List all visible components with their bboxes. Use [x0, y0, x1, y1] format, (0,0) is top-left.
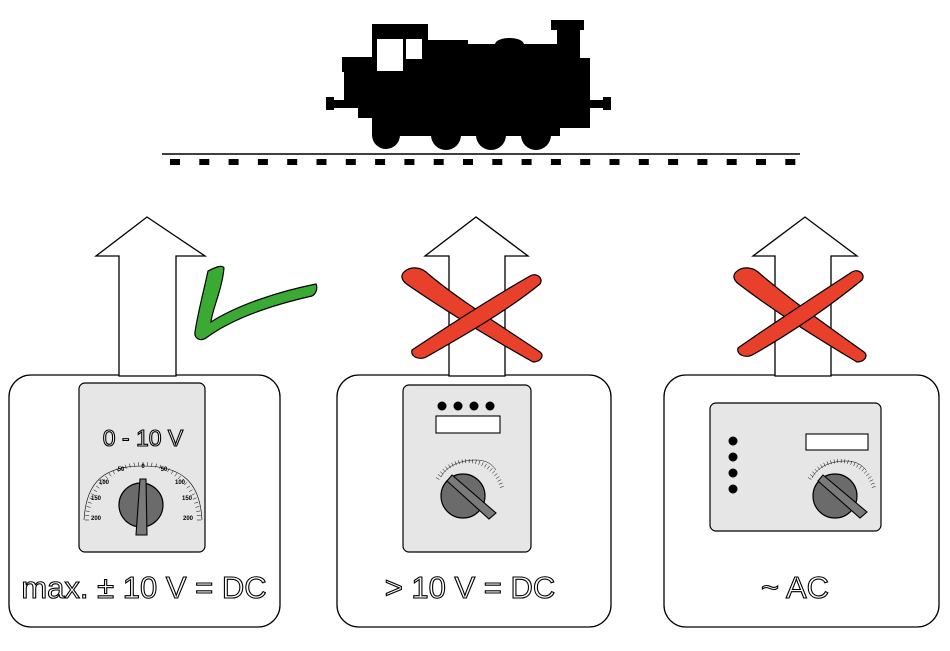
track-sleeper [639, 159, 649, 165]
panel-dc-over-10v: > 10 V = DC [337, 217, 611, 627]
device-face [403, 385, 531, 552]
scale-label: 50 [118, 467, 125, 473]
track-sleeper [727, 159, 737, 165]
scale-label: 100 [99, 480, 110, 486]
track-sleeper [610, 159, 620, 165]
locomotive-icon [326, 20, 611, 150]
track-sleeper [170, 159, 180, 165]
track-sleeper [580, 159, 590, 165]
power-controller-high-dc [403, 385, 531, 552]
track-sleeper [463, 159, 473, 165]
track-sleeper [229, 159, 239, 165]
track-sleeper [199, 159, 209, 165]
panel-caption: ~ AC [761, 570, 829, 605]
indicator-light [438, 402, 447, 411]
track-sleeper [375, 159, 385, 165]
track-sleeper [346, 159, 356, 165]
track-sleeper [434, 159, 444, 165]
indicator-light [729, 453, 738, 462]
panel-caption: > 10 V = DC [385, 570, 556, 605]
track-sleeper [287, 159, 297, 165]
scale-label: 50 [161, 467, 168, 473]
scale-label: 200 [91, 516, 102, 522]
track-sleeper [668, 159, 678, 165]
power-controller-ac [710, 403, 881, 531]
up-arrow-icon [96, 217, 205, 376]
panel-caption: max. ± 10 V = DC [21, 570, 266, 605]
device-voltage-label: 0 - 10 V [103, 425, 184, 451]
track-sleeper [404, 159, 414, 165]
track-sleeper [697, 159, 707, 165]
track-sleeper [551, 159, 561, 165]
indicator-light [486, 402, 495, 411]
sleepers [170, 159, 795, 165]
track-sleeper [258, 159, 268, 165]
scale-label: 200 [183, 516, 194, 522]
indicator-light [454, 402, 463, 411]
scale-label: 100 [175, 480, 186, 486]
scale-label: 150 [182, 496, 193, 502]
display-window [806, 434, 868, 450]
indicator-light [470, 402, 479, 411]
panel-ac: ~ AC [664, 217, 939, 627]
scale-label: 150 [91, 496, 102, 502]
track [162, 154, 800, 165]
track-sleeper [785, 159, 795, 165]
track-sleeper [492, 159, 502, 165]
power-controller-dc: 0 - 10 V 200 150 100 50 0 50 100 150 200 [79, 383, 205, 552]
indicator-light [729, 469, 738, 478]
checkmark-icon [195, 266, 317, 339]
track-sleeper [522, 159, 532, 165]
indicator-light [729, 485, 738, 494]
display-window [436, 416, 500, 433]
track-sleeper [317, 159, 327, 165]
indicator-light [729, 437, 738, 446]
track-sleeper [756, 159, 766, 165]
panel-dc-10v: 0 - 10 V 200 150 100 50 0 50 100 150 200… [9, 217, 317, 627]
